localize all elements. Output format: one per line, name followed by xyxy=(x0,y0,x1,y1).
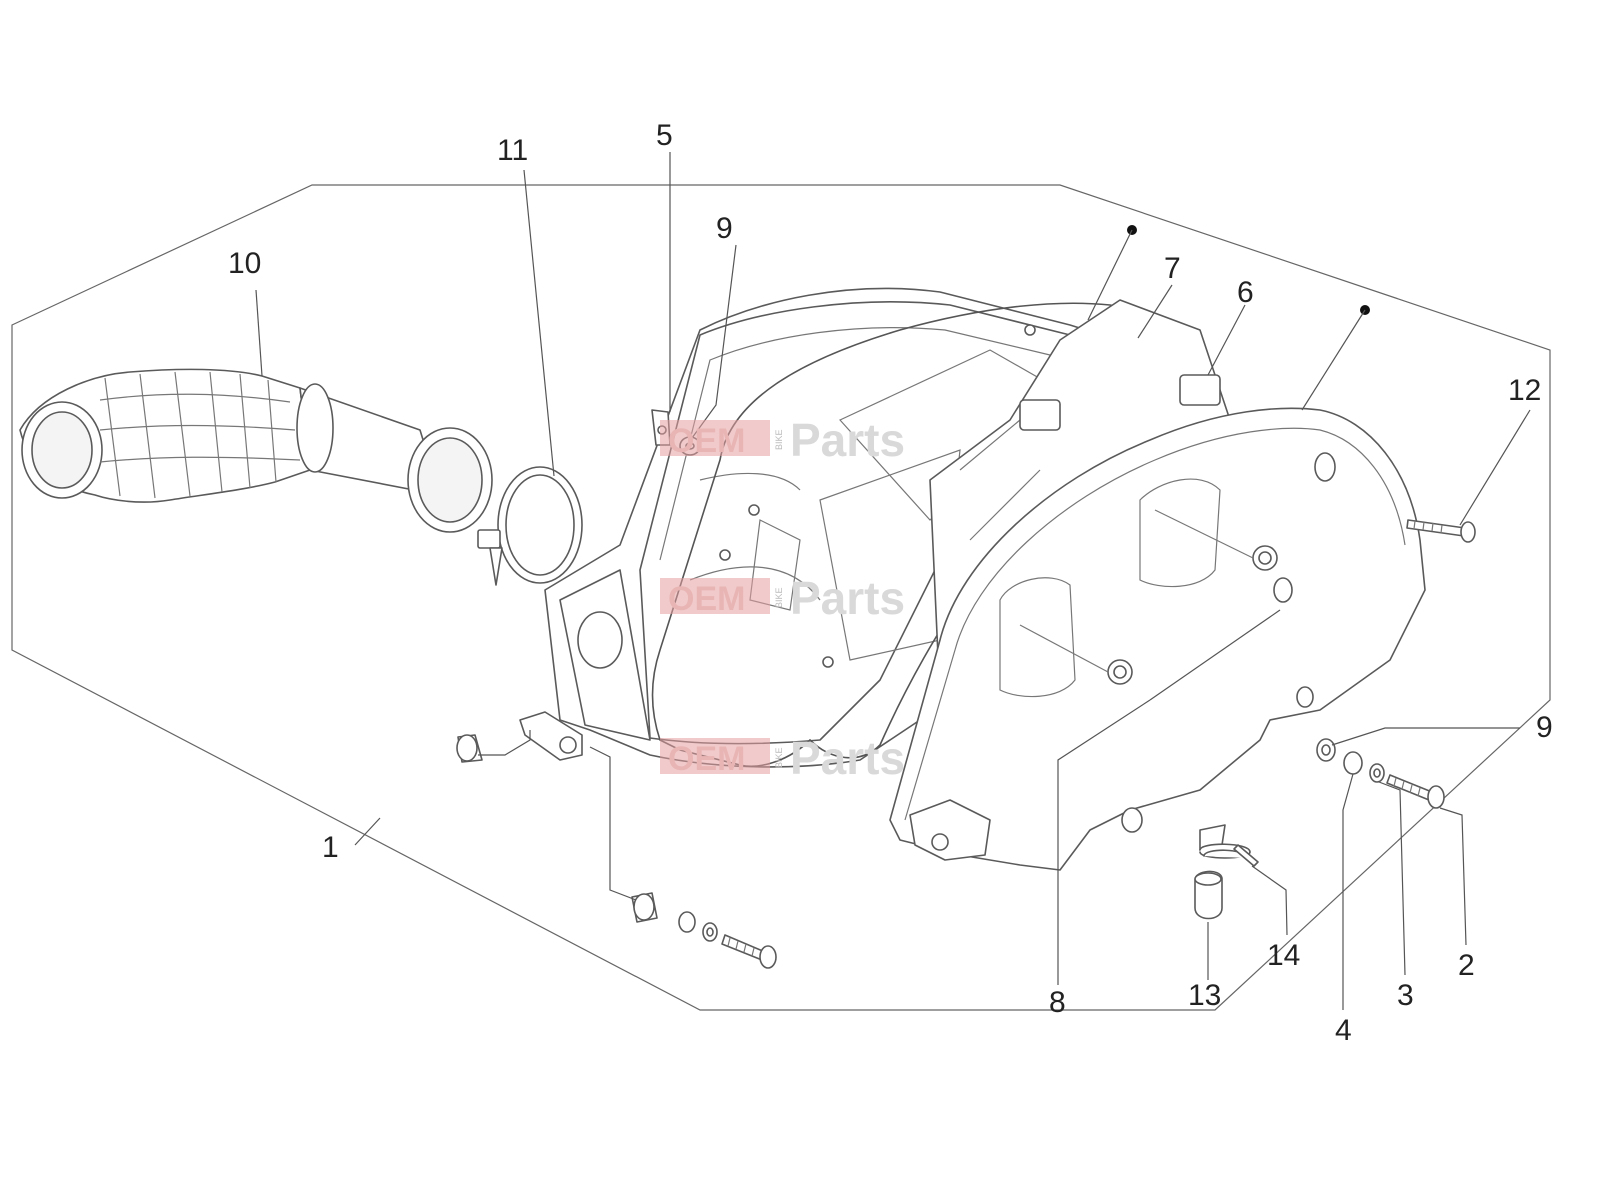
svg-text:BIKE: BIKE xyxy=(774,747,784,768)
assembly-frame xyxy=(11,184,1551,1011)
svg-text:BIKE: BIKE xyxy=(774,587,784,608)
rubber-bushing-left[interactable] xyxy=(456,734,483,763)
drain-spring-clip[interactable] xyxy=(1199,843,1259,867)
drain-cap[interactable] xyxy=(1194,870,1223,920)
callout-13: 13 xyxy=(1188,979,1221,1012)
bushing-lower[interactable] xyxy=(631,892,658,923)
watermark: OEM BIKE Parts xyxy=(660,414,905,466)
svg-text:Parts: Parts xyxy=(790,414,905,466)
callout-10: 10 xyxy=(228,247,261,280)
callout-1: 1 xyxy=(322,831,339,864)
callout-14: 14 xyxy=(1267,939,1300,972)
intake-hose[interactable] xyxy=(19,368,493,533)
lock-washer-right[interactable] xyxy=(1369,763,1385,783)
hose-clamp[interactable] xyxy=(477,466,583,586)
callout-12: 12 xyxy=(1508,374,1541,407)
cover-knob[interactable] xyxy=(1019,624,1133,685)
callouts: 1 2 3 4 5 6 7 8 9 9 10 11 12 13 14 xyxy=(228,119,1553,1047)
flat-washer-right[interactable] xyxy=(1343,751,1363,775)
screw-lower[interactable] xyxy=(721,934,777,969)
screw-12[interactable] xyxy=(1406,519,1476,543)
filter-cover[interactable] xyxy=(889,407,1426,871)
washer-lower[interactable] xyxy=(678,911,696,933)
watermark: OEM BIKE Parts xyxy=(660,732,905,784)
svg-text:BIKE: BIKE xyxy=(774,429,784,450)
watermark: OEM BIKE Parts xyxy=(660,572,905,624)
svg-text:OEM: OEM xyxy=(668,422,745,460)
callout-9-top: 9 xyxy=(716,212,733,245)
callout-9-right: 9 xyxy=(1536,711,1553,744)
bushing-right[interactable] xyxy=(1316,738,1336,762)
screw-right[interactable] xyxy=(1386,774,1445,809)
callout-6: 6 xyxy=(1237,276,1254,309)
callout-11: 11 xyxy=(497,134,528,167)
svg-text:Parts: Parts xyxy=(790,572,905,624)
svg-text:OEM: OEM xyxy=(668,740,745,778)
lock-washer-lower[interactable] xyxy=(702,922,718,942)
callout-5: 5 xyxy=(656,119,673,152)
callout-3: 3 xyxy=(1397,979,1414,1012)
callout-2: 2 xyxy=(1458,949,1475,982)
svg-text:OEM: OEM xyxy=(668,580,745,618)
callout-7: 7 xyxy=(1164,252,1181,285)
svg-text:Parts: Parts xyxy=(790,732,905,784)
cover-knob[interactable] xyxy=(1154,509,1278,571)
callout-4: 4 xyxy=(1335,1014,1352,1047)
callout-8: 8 xyxy=(1049,986,1066,1019)
